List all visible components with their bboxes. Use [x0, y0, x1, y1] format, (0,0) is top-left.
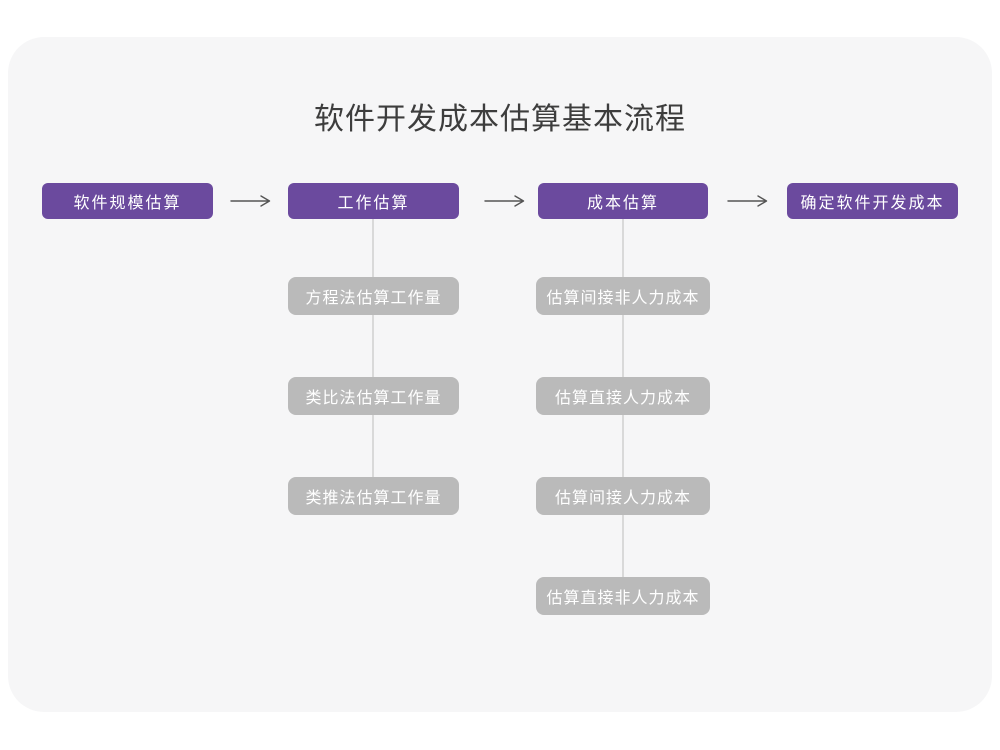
flow-step-label: 工作估算: [337, 195, 410, 212]
right-arrow-icon: [727, 195, 768, 207]
connector-line-work: [372, 218, 374, 496]
sub-step-label: 估算间接人力成本: [554, 490, 691, 507]
right-arrow-icon: [484, 195, 525, 207]
sub-step-indirect-nonlabor-cost: 估算间接非人力成本: [536, 277, 710, 315]
flowchart-card: [8, 37, 992, 712]
page-title: 软件开发成本估算基本流程: [314, 103, 686, 136]
flow-step-software-scale-estimation: 软件规模估算: [42, 183, 213, 219]
flow-step-label: 确定软件开发成本: [800, 195, 945, 212]
sub-step-equation-method: 方程法估算工作量: [288, 277, 459, 315]
sub-step-extrapolation-method: 类推法估算工作量: [288, 477, 459, 515]
flow-step-cost-estimation: 成本估算: [538, 183, 708, 219]
sub-step-label: 估算直接人力成本: [554, 390, 691, 407]
right-arrow-icon: [230, 195, 271, 207]
sub-step-indirect-labor-cost: 估算间接人力成本: [536, 477, 710, 515]
flow-step-label: 软件规模估算: [73, 195, 182, 212]
sub-step-label: 估算间接非人力成本: [546, 290, 700, 307]
sub-step-label: 类推法估算工作量: [305, 490, 442, 507]
sub-step-label: 估算直接非人力成本: [546, 590, 700, 607]
sub-step-direct-nonlabor-cost: 估算直接非人力成本: [536, 577, 710, 615]
sub-step-label: 方程法估算工作量: [305, 290, 442, 307]
flow-step-work-estimation: 工作估算: [288, 183, 459, 219]
sub-step-label: 类比法估算工作量: [305, 390, 442, 407]
sub-step-direct-labor-cost: 估算直接人力成本: [536, 377, 710, 415]
sub-step-analogy-method: 类比法估算工作量: [288, 377, 459, 415]
flow-step-label: 成本估算: [586, 195, 659, 212]
flow-step-determine-development-cost: 确定软件开发成本: [787, 183, 958, 219]
